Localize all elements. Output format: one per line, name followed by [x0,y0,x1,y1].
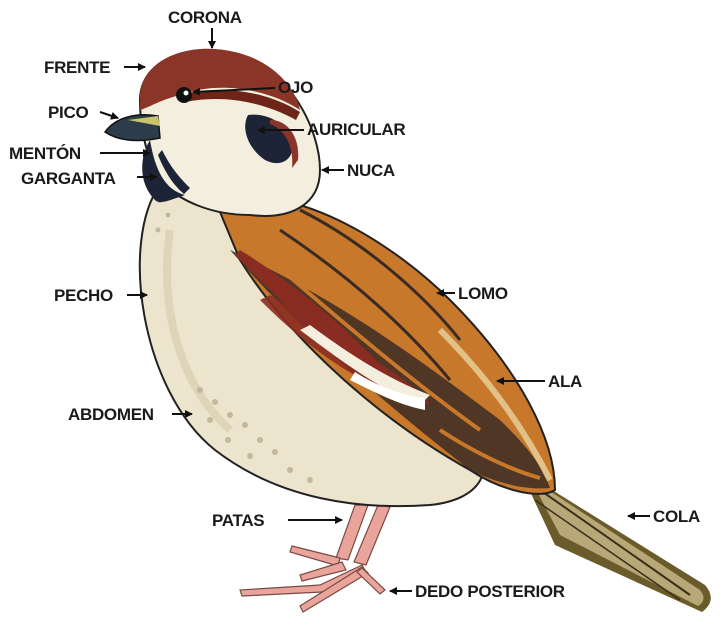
label-pecho: PECHO [54,287,113,304]
label-ojo: OJO [278,79,313,96]
label-garganta: GARGANTA [21,170,116,187]
eye [176,87,192,103]
head [140,49,320,216]
label-frente: FRENTE [44,59,110,76]
label-auricular: AURICULAR [307,121,405,138]
beak [105,115,160,141]
label-ala: ALA [548,373,582,390]
label-patas: PATAS [212,512,264,529]
label-menton: MENTÓN [9,145,81,162]
label-nuca: NUCA [347,162,395,179]
label-abdomen: ABDOMEN [68,406,154,423]
label-corona: CORONA [168,9,242,26]
label-dedo-posterior: DEDO POSTERIOR [415,583,565,600]
label-lomo: LOMO [458,285,508,302]
label-pico: PICO [48,104,88,121]
label-cola: COLA [653,508,700,525]
pico-pointer [100,112,118,118]
